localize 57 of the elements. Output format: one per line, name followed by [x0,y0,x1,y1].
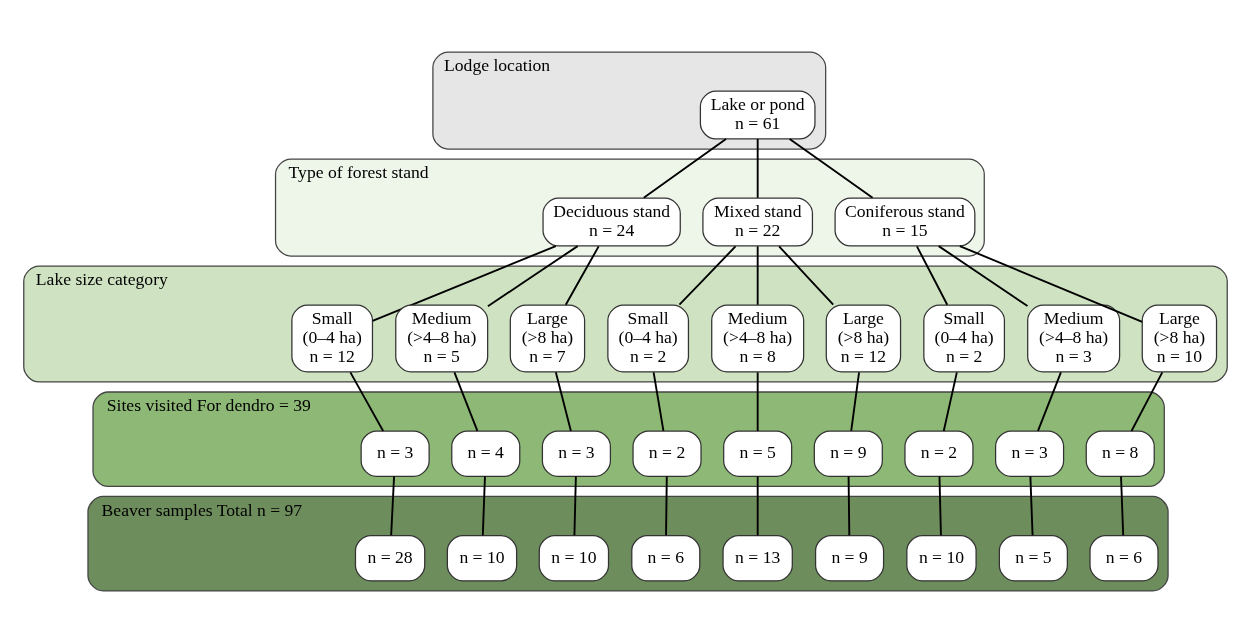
connector [756,245,759,306]
node-box: Large (>8 ha) n = 10 [1141,304,1218,373]
node-box: n = 2 [632,430,702,477]
node-box: n = 28 [354,534,426,582]
connector [1120,475,1125,537]
connector [756,138,759,199]
node-box: n = 10 [446,534,518,582]
node-box: Mixed stand n = 22 [702,197,814,247]
node-box: Small (0–4 ha) n = 2 [923,304,1006,373]
node-box: n = 10 [906,534,977,582]
connector [1037,371,1062,432]
node-box: n = 13 [722,534,793,582]
node-box: n = 6 [631,534,701,582]
node-box: n = 5 [998,534,1068,582]
connector [938,475,942,537]
connector [847,475,851,537]
node-box: n = 2 [904,430,974,477]
node-box: Coniferous stand n = 15 [834,197,976,247]
node-box: n = 3 [994,430,1065,477]
node-box: n = 10 [538,534,610,582]
connector [850,371,860,432]
node-box: Medium (>4–8 ha) n = 5 [395,304,489,373]
node-box: Medium (>4–8 ha) n = 8 [711,304,805,373]
connector [554,371,572,432]
connector [486,245,579,308]
node-box: n = 3 [360,430,430,477]
connector [564,245,600,306]
node-box: n = 8 [1085,430,1155,477]
connector [937,245,1029,308]
connector [958,245,1144,323]
connector [665,475,668,537]
connector [756,371,759,432]
connector [778,245,835,306]
node-box: Large (>8 ha) n = 7 [509,304,586,373]
node-box: Large (>8 ha) n = 12 [825,304,902,373]
node-box: Small (0–4 ha) n = 2 [607,304,690,373]
node-box: n = 4 [451,430,521,477]
connector [371,245,557,322]
connector [1029,475,1034,537]
node-box: Medium (>4–8 ha) n = 3 [1027,304,1121,373]
connector [916,245,949,306]
node-box: n = 5 [723,430,793,477]
connector [652,371,665,432]
connector [481,475,486,537]
connector [573,475,577,537]
connector [942,371,958,432]
connector [678,245,737,306]
node-box: n = 3 [541,430,611,477]
node-box: Deciduous stand n = 24 [542,197,681,247]
connector [756,475,759,537]
connector [390,475,395,537]
node-box: Lake or pond n = 61 [699,90,816,140]
node-box: n = 9 [814,534,885,582]
node-box: n = 9 [813,430,883,477]
node-box: n = 6 [1089,534,1159,582]
connector [453,371,479,432]
node-box: Small (0–4 ha) n = 12 [291,304,374,373]
